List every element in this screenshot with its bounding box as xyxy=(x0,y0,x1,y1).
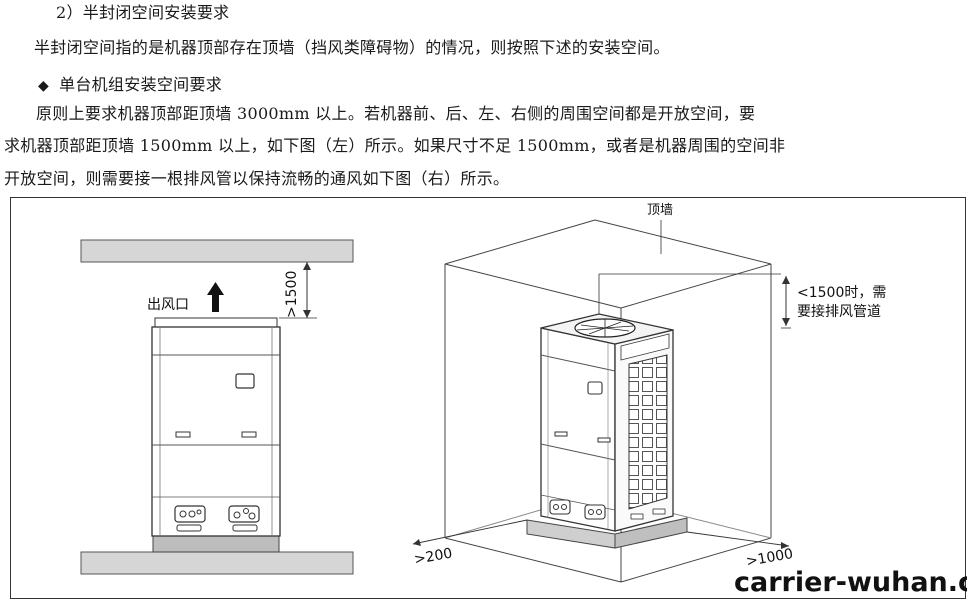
exhaust-note-line-2: 要接排风管道 xyxy=(797,303,881,320)
handle-right-right xyxy=(597,437,611,443)
subheading-text: 单台机组安装空间要求 xyxy=(59,75,223,94)
paragraph-line-3: 开放空间，则需要接一根排风管以保持流畅的通风如下图（右）所示。 xyxy=(4,169,510,188)
floor-slab xyxy=(80,551,354,575)
handle-right-left xyxy=(554,431,568,437)
unit-base-right xyxy=(526,517,688,549)
handle-left xyxy=(175,431,191,438)
side-clearance-label: >200 xyxy=(413,546,454,568)
section-heading: 2）半封闭空间安装要求 xyxy=(56,3,230,22)
paragraph-line-2: 求机器顶部距顶墙 1500mm 以上，如下图（左）所示。如果尺寸不足 1500m… xyxy=(4,136,786,155)
handle-right xyxy=(241,431,257,438)
control-box-icon xyxy=(235,373,255,389)
left-diagram: 出风口 >1500 xyxy=(80,239,354,575)
top-clearance-dimension xyxy=(598,273,791,329)
bullet-diamond-icon: ◆ xyxy=(38,78,50,94)
outdoor-unit-front xyxy=(151,326,281,537)
clearance-label: >1500 xyxy=(284,271,300,318)
figure-drawing: 出风口 >1500 xyxy=(80,203,967,598)
ceiling-label: 顶墙 xyxy=(647,203,673,218)
front-clearance-dimension xyxy=(686,531,790,549)
paragraph-line-1: 原则上要求机器顶部距顶墙 3000mm 以上。若机器前、后、左、右侧的周围空间都… xyxy=(36,104,756,123)
installation-space-figure: 出风口 >1500 xyxy=(10,197,967,599)
ceiling-slab xyxy=(80,239,354,263)
clearance-dimension xyxy=(279,262,317,319)
intro-paragraph: 半封闭空间指的是机器顶部存在顶墙（挡风类障碍物）的情况，则按照下述的安装空间。 xyxy=(34,38,670,57)
subheading: ◆ 单台机组安装空间要求 xyxy=(38,74,222,97)
valve-port-right-icon xyxy=(228,505,260,532)
watermark-text: carrier-wuhan.com xyxy=(734,567,967,598)
unit-top-cap xyxy=(154,317,278,328)
side-clearance-dimension xyxy=(412,519,528,546)
valve-port-left-icon xyxy=(174,505,206,532)
outdoor-unit-3d xyxy=(540,313,674,532)
control-box-icon-right xyxy=(587,381,603,395)
exhaust-note-line-1: <1500时，需 xyxy=(797,285,886,301)
air-outlet-label: 出风口 xyxy=(147,297,189,313)
side-grille-icon xyxy=(628,354,668,510)
right-diagram: 顶墙 xyxy=(412,203,886,583)
unit-base xyxy=(152,535,280,553)
air-outlet-arrow-icon xyxy=(207,282,224,312)
